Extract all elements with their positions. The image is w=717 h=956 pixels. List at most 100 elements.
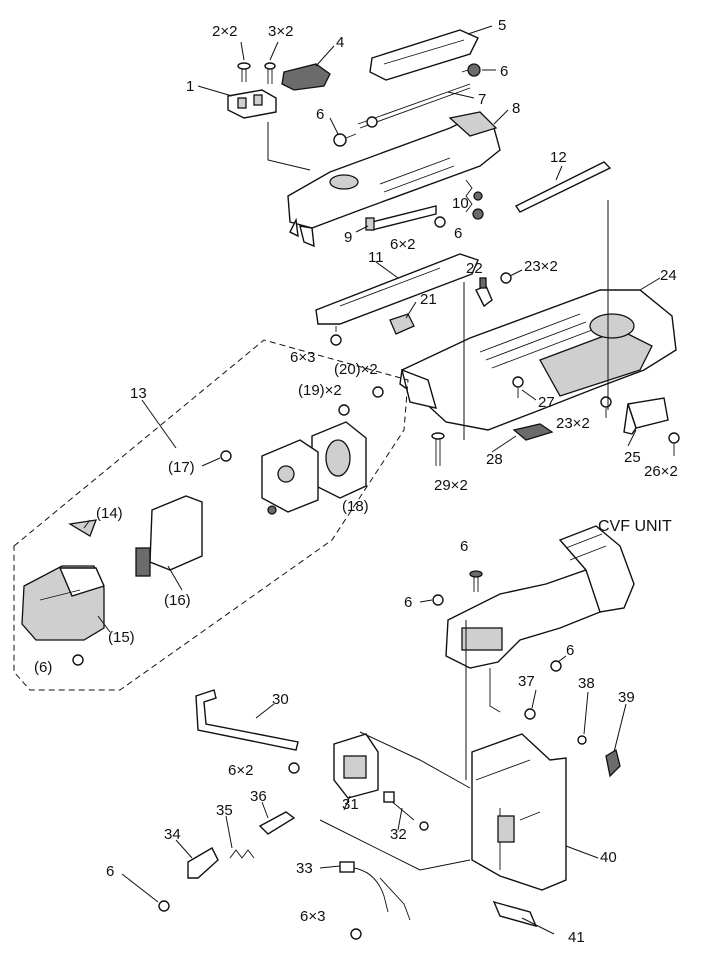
label-24: 24: [660, 267, 677, 284]
label-6-top: 6: [500, 63, 508, 80]
label-4: 4: [336, 34, 344, 51]
label-41: 41: [568, 929, 585, 946]
part-21-latch: [389, 313, 415, 335]
label-11: 11: [368, 249, 384, 266]
part-19-screw: [338, 404, 350, 416]
part-34-latch: [187, 847, 219, 879]
part-6-screw-assy: [72, 654, 84, 666]
leader-lines: [83, 25, 661, 935]
part-15-cover: [21, 565, 105, 641]
part-14-tab: [68, 519, 97, 537]
part-7-shaft: [357, 83, 471, 129]
part-labels: 1 2×2 3×2 4 5 6 7 6 8 9 10 6×2 6 11 12 2…: [34, 17, 678, 946]
part-36-slider: [258, 811, 296, 835]
part-16-bracket: [135, 495, 203, 577]
part-25-bracket: [623, 397, 669, 435]
part-17-screw: [220, 450, 232, 462]
label-37: 37: [518, 673, 535, 690]
label-23x2-top: 23×2: [524, 258, 558, 275]
part-31-board: [333, 733, 379, 799]
label-9: 9: [344, 229, 352, 246]
part-3-screw: [264, 62, 276, 84]
label-36: 36: [250, 788, 267, 805]
label-1: 1: [186, 78, 194, 95]
label-6x3-lower: 6×3: [300, 908, 325, 925]
label-6-cvf-top: 6: [460, 538, 468, 555]
label-33: 33: [296, 860, 313, 877]
label-6x2: 6×2: [390, 236, 415, 253]
part-6-screw-cvf-left: [432, 594, 444, 606]
label-2: 2×2: [212, 23, 237, 40]
part-6x3-screw-lower: [350, 928, 362, 940]
part-28-pad: [512, 423, 554, 441]
assembly-13-outline: [13, 339, 409, 691]
part-6-screw-lower-left: [158, 900, 170, 912]
part-9-lever: [365, 205, 437, 231]
part-29-screw: [431, 432, 445, 466]
label-6-lower-left: 6: [106, 863, 114, 880]
label-38: 38: [578, 675, 595, 692]
label-12: 12: [550, 149, 567, 166]
label-6x3-top: 6×3: [290, 349, 315, 366]
part-33-harness: [339, 861, 411, 921]
label-16: (16): [164, 592, 191, 609]
part-6x2-screw-lower: [288, 762, 300, 774]
label-29x2: 29×2: [434, 477, 468, 494]
part-40-frame: [471, 733, 567, 891]
part-18-frame: [311, 421, 367, 499]
part-6x3-screw: [330, 326, 342, 346]
viewfinder-mechanism: [261, 439, 319, 515]
part-6-screw-cvf-top: [469, 570, 483, 592]
label-10: 10: [452, 195, 469, 212]
part-22-catch: [475, 277, 493, 308]
part-37-screw: [524, 708, 536, 720]
label-34: 34: [164, 826, 181, 843]
part-30-cable: [195, 689, 299, 751]
part-39-clip: [605, 748, 621, 778]
label-14: (14): [96, 505, 123, 522]
label-18: (18): [342, 498, 369, 515]
label-22: 22: [466, 260, 483, 277]
label-5: 5: [498, 17, 506, 34]
part-10-spring: [465, 179, 483, 213]
part-23-screw-top: [500, 272, 512, 284]
label-28: 28: [486, 451, 503, 468]
part-27-screw: [512, 376, 524, 398]
label-cvf-unit: CVF UNIT: [598, 518, 672, 535]
label-17: (17): [168, 459, 195, 476]
part-6-screw-left: [333, 133, 357, 147]
part-6-screw-top: [461, 63, 481, 77]
part-32-connector: [383, 791, 429, 831]
part-11-plate: [315, 253, 479, 325]
label-13: 13: [130, 385, 147, 402]
label-6x2-lower: 6×2: [228, 762, 253, 779]
part-26-screw: [668, 432, 680, 456]
part-12-strip: [514, 161, 612, 213]
label-8: 8: [512, 100, 520, 117]
part-6-screw-cvf-right: [550, 660, 562, 672]
label-19x2: (19)×2: [298, 382, 342, 399]
label-6-mid: 6: [454, 225, 462, 242]
part-35-spring: [229, 849, 255, 859]
label-23x2-bottom: 23×2: [556, 415, 590, 432]
label-40: 40: [600, 849, 617, 866]
label-6-cvf-right: 6: [566, 642, 574, 659]
part-5-cover: [369, 29, 479, 81]
part-23-screw-bottom: [600, 396, 612, 418]
label-15: (15): [108, 629, 135, 646]
label-7: 7: [478, 91, 486, 108]
label-6-cvf-left: 6: [404, 594, 412, 611]
label-26x2: 26×2: [644, 463, 678, 480]
label-3: 3×2: [268, 23, 293, 40]
label-6-paren: (6): [34, 659, 52, 676]
part-38-ring: [577, 735, 587, 745]
label-31: 31: [342, 796, 359, 813]
label-25: 25: [624, 449, 641, 466]
label-27: 27: [538, 394, 555, 411]
part-24-grip-housing: [399, 289, 677, 431]
label-6-left: 6: [316, 106, 324, 123]
label-30: 30: [272, 691, 289, 708]
cvf-unit: [445, 525, 635, 713]
